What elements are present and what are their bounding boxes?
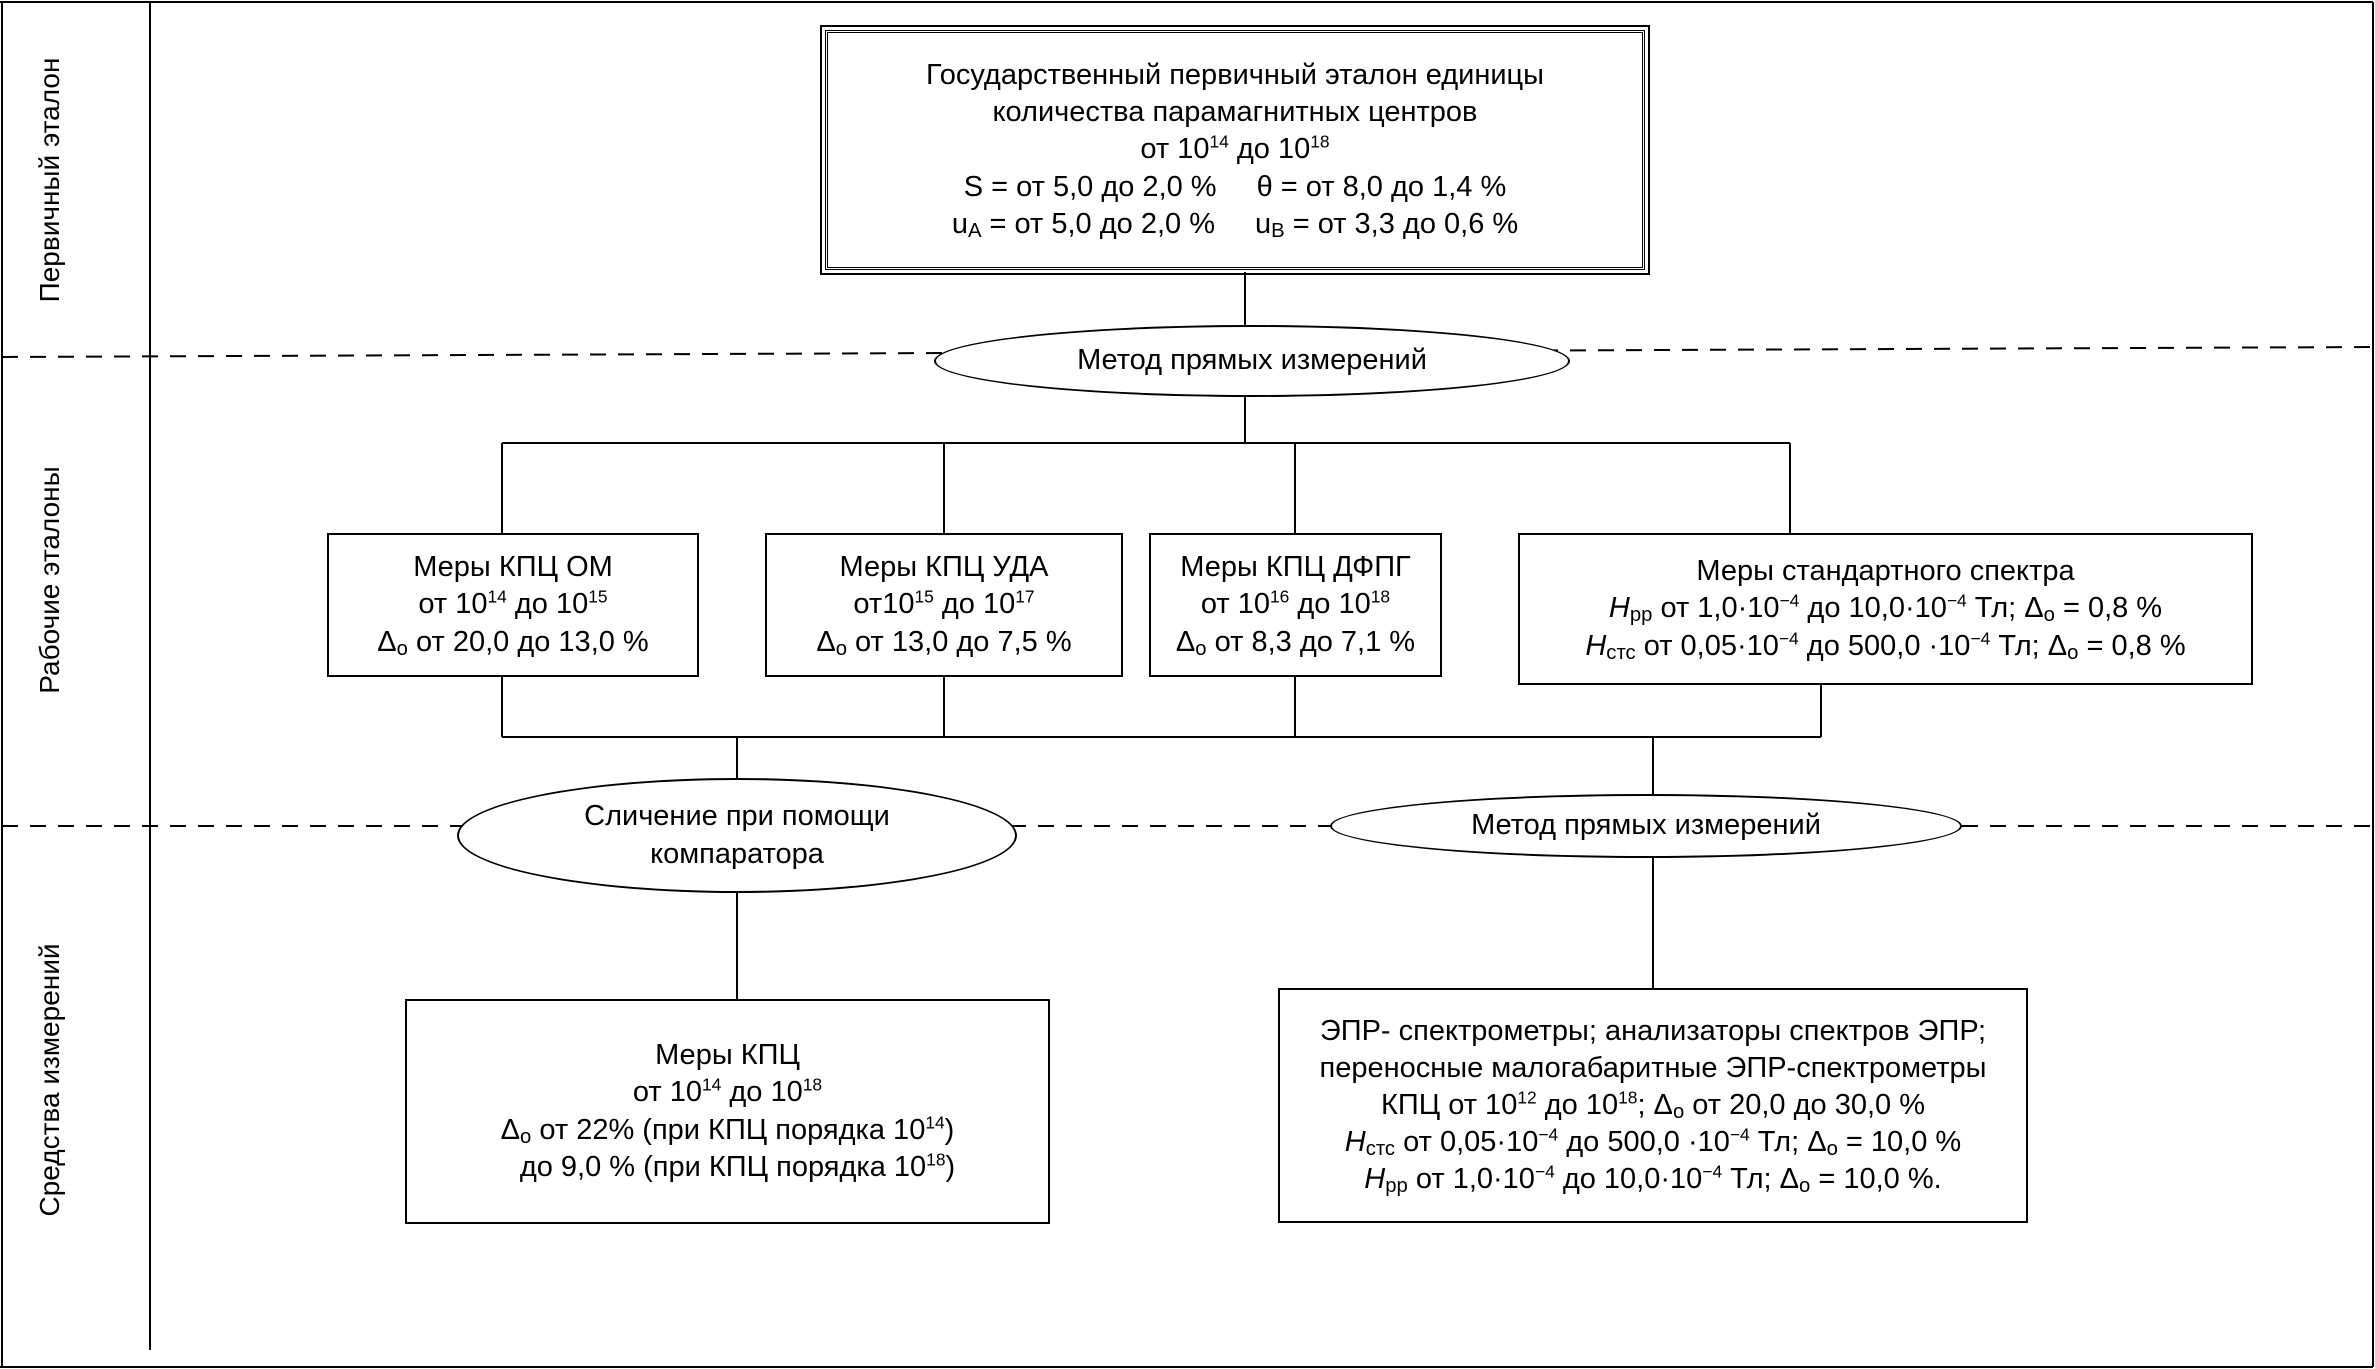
box-kpc-om: Меры КПЦ ОМ от 1014 до 1015 Δo от 20,0 д… — [327, 533, 699, 677]
primary-ua-ub: uA = от 5,0 до 2,0 %uB = от 3,3 до 0,6 % — [951, 207, 1519, 242]
band-label-primary: Первичный эталон — [34, 57, 65, 303]
primary-range: от 1014 до 1018 — [1140, 132, 1330, 166]
primary-s-theta: S = от 5,0 до 2,0 %θ = от 8,0 до 1,4 % — [963, 170, 1507, 203]
method-direct-top: Метод прямых измерений — [934, 325, 1570, 397]
primary-title-line2: количества парамагнитных центров — [992, 96, 1478, 129]
box-standard-spectrum: Меры стандартного спектра Hpp от 1,0·10−… — [1518, 533, 2253, 685]
box-kpc-uda: Меры КПЦ УДА от1015 до 1017 Δo от 13,0 д… — [765, 533, 1123, 677]
primary-standard-box: Государственный первичный эталон единицы… — [820, 25, 1650, 275]
method-direct-bottom: Метод прямых измерений — [1330, 794, 1962, 858]
box-kpc-measures: Меры КПЦ от 1014 до 1018 Δo от 22% (при … — [405, 999, 1050, 1224]
band-label-instruments: Средства измерений — [34, 943, 65, 1217]
band-label-working: Рабочие эталоны — [34, 466, 65, 694]
box-epr-spectrometers: ЭПР- спектрометры; анализаторы спектров … — [1278, 988, 2028, 1223]
compare-method: Сличение при помощи компаратора — [457, 778, 1017, 893]
primary-title-line1: Государственный первичный эталон единицы — [926, 59, 1544, 92]
box-kpc-dfpg: Меры КПЦ ДФПГ от 1016 до 1018 Δo от 8,3 … — [1149, 533, 1442, 677]
